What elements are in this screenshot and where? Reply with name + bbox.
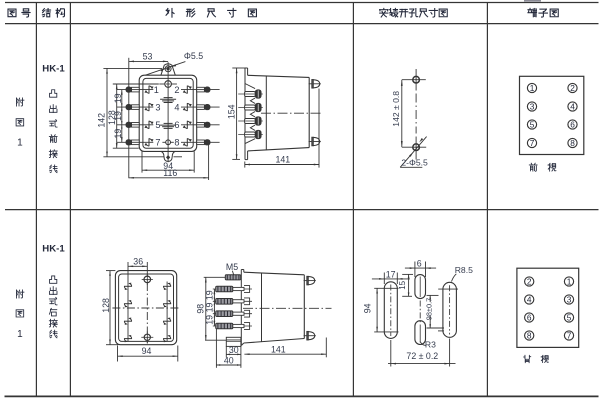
svg-text:141: 141: [275, 155, 290, 165]
svg-text:R8.5: R8.5: [455, 265, 473, 275]
svg-text:HK-1: HK-1: [42, 64, 65, 75]
svg-text:Φ5.5: Φ5.5: [184, 51, 203, 61]
svg-text:3: 3: [567, 295, 572, 305]
svg-text:M5: M5: [226, 262, 238, 272]
svg-text:94: 94: [163, 161, 173, 171]
svg-text:94: 94: [363, 303, 373, 313]
svg-text:19: 19: [204, 290, 214, 300]
svg-text:17: 17: [386, 269, 396, 279]
svg-text:4: 4: [527, 295, 532, 305]
svg-text:19: 19: [113, 93, 123, 103]
svg-text:8: 8: [570, 138, 575, 148]
svg-text:98±0.7: 98±0.7: [425, 298, 434, 321]
svg-text:5: 5: [155, 120, 160, 130]
svg-text:6: 6: [174, 120, 179, 130]
svg-text:2: 2: [570, 83, 575, 93]
svg-text:19: 19: [204, 315, 214, 325]
svg-text:36: 36: [133, 257, 143, 267]
svg-text:8: 8: [174, 138, 179, 148]
svg-text:3: 3: [155, 102, 160, 112]
svg-text:7: 7: [530, 138, 535, 148]
svg-text:4: 4: [174, 102, 179, 112]
svg-text:142: 142: [96, 113, 106, 128]
svg-text:72 ± 0.2: 72 ± 0.2: [406, 351, 438, 361]
svg-text:6: 6: [570, 120, 575, 130]
svg-text:6: 6: [417, 259, 422, 269]
svg-text:8: 8: [527, 331, 532, 341]
svg-text:142 ± 0.8: 142 ± 0.8: [391, 91, 401, 127]
svg-text:19: 19: [113, 129, 123, 139]
svg-text:15: 15: [398, 280, 407, 289]
svg-text:2: 2: [174, 85, 179, 95]
svg-text:7: 7: [155, 138, 160, 148]
svg-text:154: 154: [227, 104, 237, 119]
svg-text:1: 1: [17, 138, 23, 149]
svg-text:6: 6: [527, 313, 532, 323]
svg-text:5: 5: [530, 120, 535, 130]
svg-text:2: 2: [527, 277, 532, 287]
svg-text:94: 94: [142, 346, 152, 356]
svg-text:141: 141: [271, 344, 286, 354]
svg-text:7: 7: [567, 331, 572, 341]
svg-text:1: 1: [154, 85, 159, 95]
svg-text:5: 5: [567, 313, 572, 323]
svg-text:2-Φ5.5: 2-Φ5.5: [401, 158, 428, 168]
svg-text:128: 128: [101, 298, 111, 313]
svg-text:19: 19: [113, 111, 123, 121]
svg-text:116: 116: [163, 168, 177, 178]
svg-text:1: 1: [530, 83, 535, 93]
svg-text:1: 1: [17, 329, 23, 340]
svg-text:53: 53: [143, 51, 153, 61]
svg-text:3: 3: [530, 102, 535, 112]
svg-text:128: 128: [107, 110, 117, 125]
svg-text:98: 98: [196, 304, 206, 314]
svg-text:R3: R3: [425, 340, 436, 350]
svg-text:19: 19: [204, 303, 214, 313]
svg-text:1: 1: [567, 277, 572, 287]
svg-text:4: 4: [570, 102, 575, 112]
svg-text:40: 40: [224, 355, 234, 365]
svg-text:30: 30: [229, 345, 239, 355]
svg-text:HK-1: HK-1: [42, 244, 65, 255]
